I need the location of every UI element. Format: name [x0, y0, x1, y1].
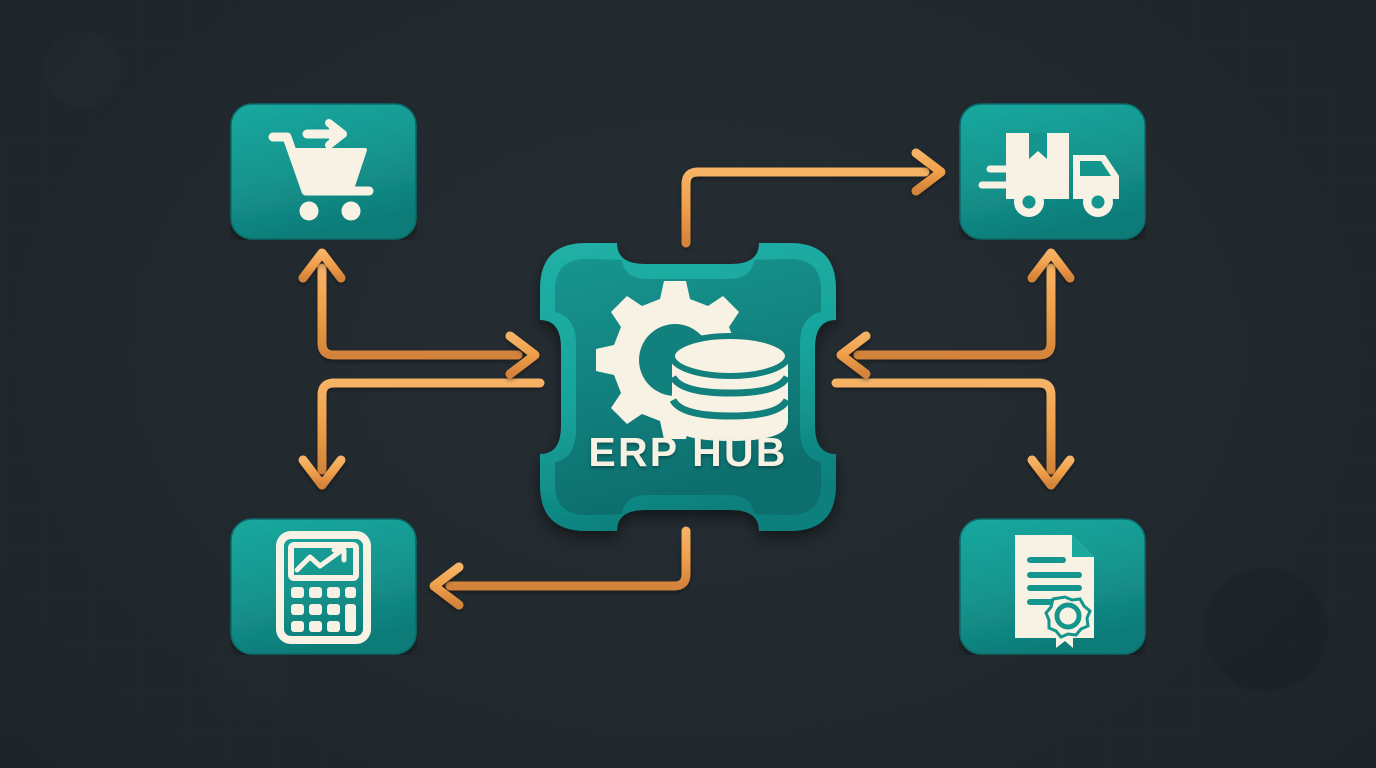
calculator-chart-icon [276, 531, 371, 644]
connector-hub-to-logistics [681, 167, 930, 248]
hub-node[interactable]: ERP HUB [540, 243, 836, 531]
connector-hub-to-compliance [831, 378, 1056, 475]
arrowhead-to-finance [298, 455, 346, 490]
database-stack-icon [669, 333, 791, 441]
arrowhead-to-procurement [298, 248, 346, 283]
hub-graphic [596, 281, 791, 441]
arrowhead-to-compliance [1027, 455, 1075, 490]
finance-tile-graphic [230, 518, 417, 655]
gear-database-icon [596, 281, 791, 441]
logistics-tile-graphic [959, 103, 1146, 240]
arrowhead-compliance-to-hub [1027, 248, 1075, 283]
procurement-tile-graphic [230, 103, 417, 240]
module-tile-logistics[interactable] [959, 103, 1146, 240]
module-tile-procurement[interactable] [230, 103, 417, 240]
module-tile-compliance[interactable] [959, 518, 1146, 655]
certificate-document-icon [1015, 535, 1094, 648]
connector-logistics-to-hub [853, 263, 1056, 360]
compliance-tile-graphic [959, 518, 1146, 655]
delivery-truck-icon [978, 133, 1119, 217]
connector-procurement-to-hub [317, 263, 523, 360]
arrowhead-to-logistics [911, 148, 946, 196]
connector-hub-to-finance [445, 526, 691, 591]
module-tile-finance[interactable] [230, 518, 417, 655]
arrowhead-hub-to-finance [429, 562, 464, 610]
arrowhead-procurement-to-hub [505, 331, 540, 379]
arrowhead-logistics-to-hub [836, 331, 871, 379]
hub-title: ERP HUB [588, 429, 788, 475]
shopping-cart-arrow-icon [268, 119, 374, 221]
connector-hub-to-procurement [317, 378, 545, 475]
